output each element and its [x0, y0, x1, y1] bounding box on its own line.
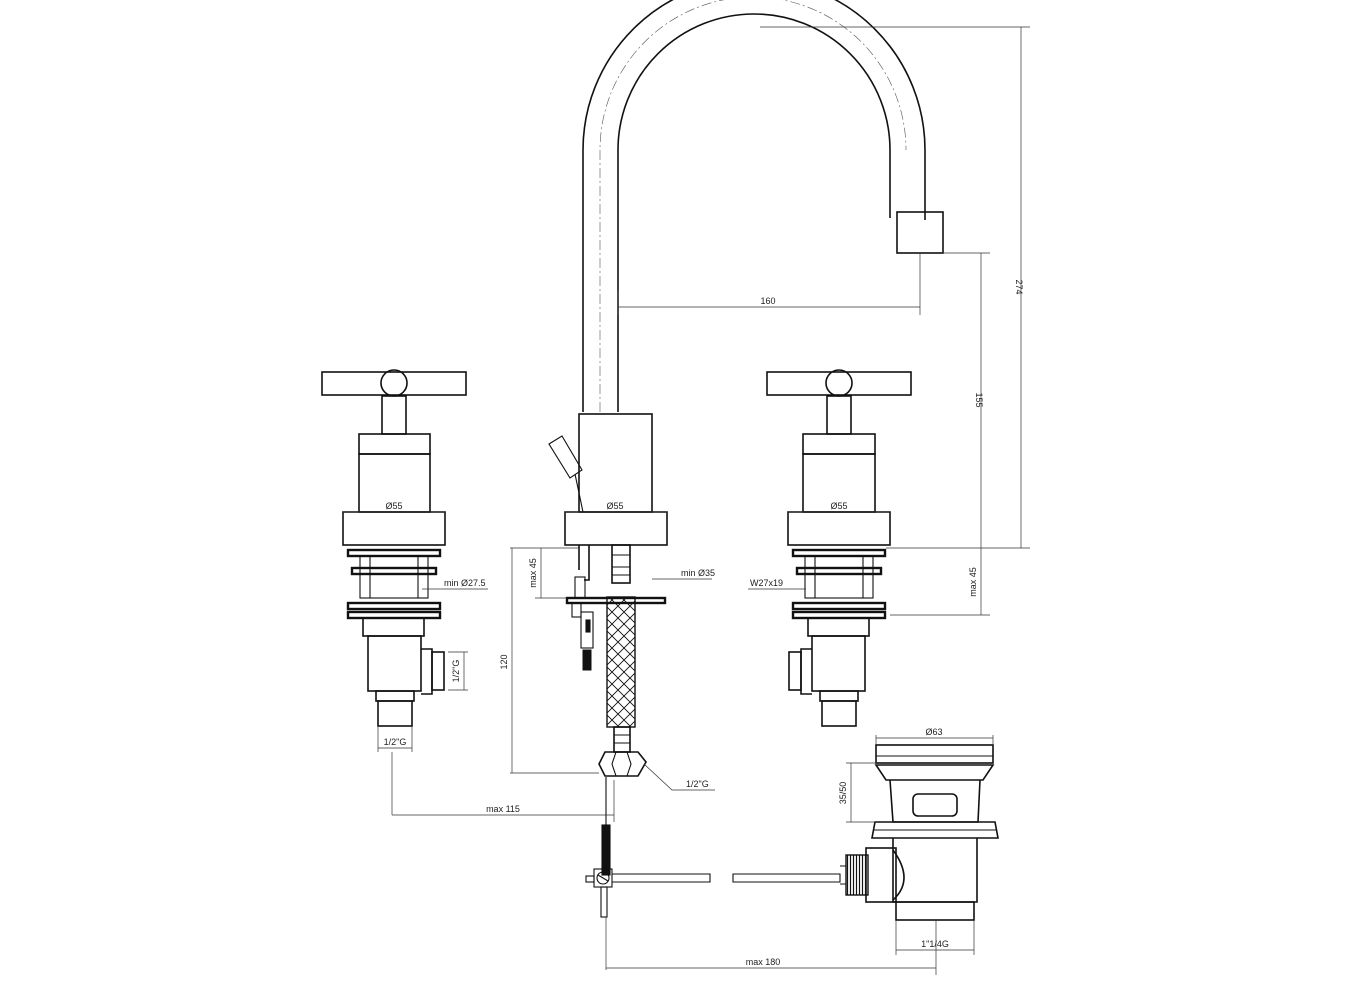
- dim-height-120: 120: [499, 654, 509, 669]
- dim-deck-max-center: max 45: [528, 558, 538, 588]
- dim-max-180: max 180: [746, 957, 781, 967]
- dim-min-hole-center: min Ø35: [681, 568, 715, 578]
- dim-inlet-thread-bottom: 1/2"G: [384, 737, 407, 747]
- dim-spout-body-dia: Ø55: [606, 501, 623, 511]
- dim-spout-reach: 160: [760, 296, 775, 306]
- dim-hose-thread: 1/2"G: [686, 779, 709, 789]
- popup-linkage: [585, 777, 841, 918]
- spout: [582, 0, 944, 412]
- dimension-lines: [343, 26, 1030, 975]
- popup-rod: [580, 611, 594, 671]
- dim-waste-dia: Ø63: [925, 727, 942, 737]
- dim-spout-height: 155: [974, 392, 984, 407]
- spout-aerator: [896, 211, 944, 254]
- dim-min-hole-left: min Ø27.5: [444, 578, 486, 588]
- dim-deck-max-right: max 45: [968, 567, 978, 597]
- popup-waste: [840, 744, 999, 921]
- left-valve: [321, 369, 467, 727]
- dim-max-115: max 115: [486, 804, 520, 814]
- dim-total-height: 274: [1014, 279, 1024, 294]
- dim-inlet-thread-side: 1/2"G: [451, 660, 461, 683]
- dim-thread-right: W27x19: [750, 578, 783, 588]
- braided-hose: [598, 544, 647, 777]
- dim-waste-thread: 1"1/4G: [921, 939, 949, 949]
- dim-waste-height: 35/50: [838, 782, 848, 805]
- right-valve: [766, 369, 912, 727]
- dim-left-handle-dia: Ø55: [385, 501, 402, 511]
- dim-right-handle-dia: Ø55: [830, 501, 847, 511]
- popup-lever: [548, 435, 584, 513]
- spout-body: [548, 413, 668, 581]
- dimension-labels: 274 155 160 Ø55 Ø55 Ø55 min Ø27.5 min Ø3…: [384, 279, 1024, 967]
